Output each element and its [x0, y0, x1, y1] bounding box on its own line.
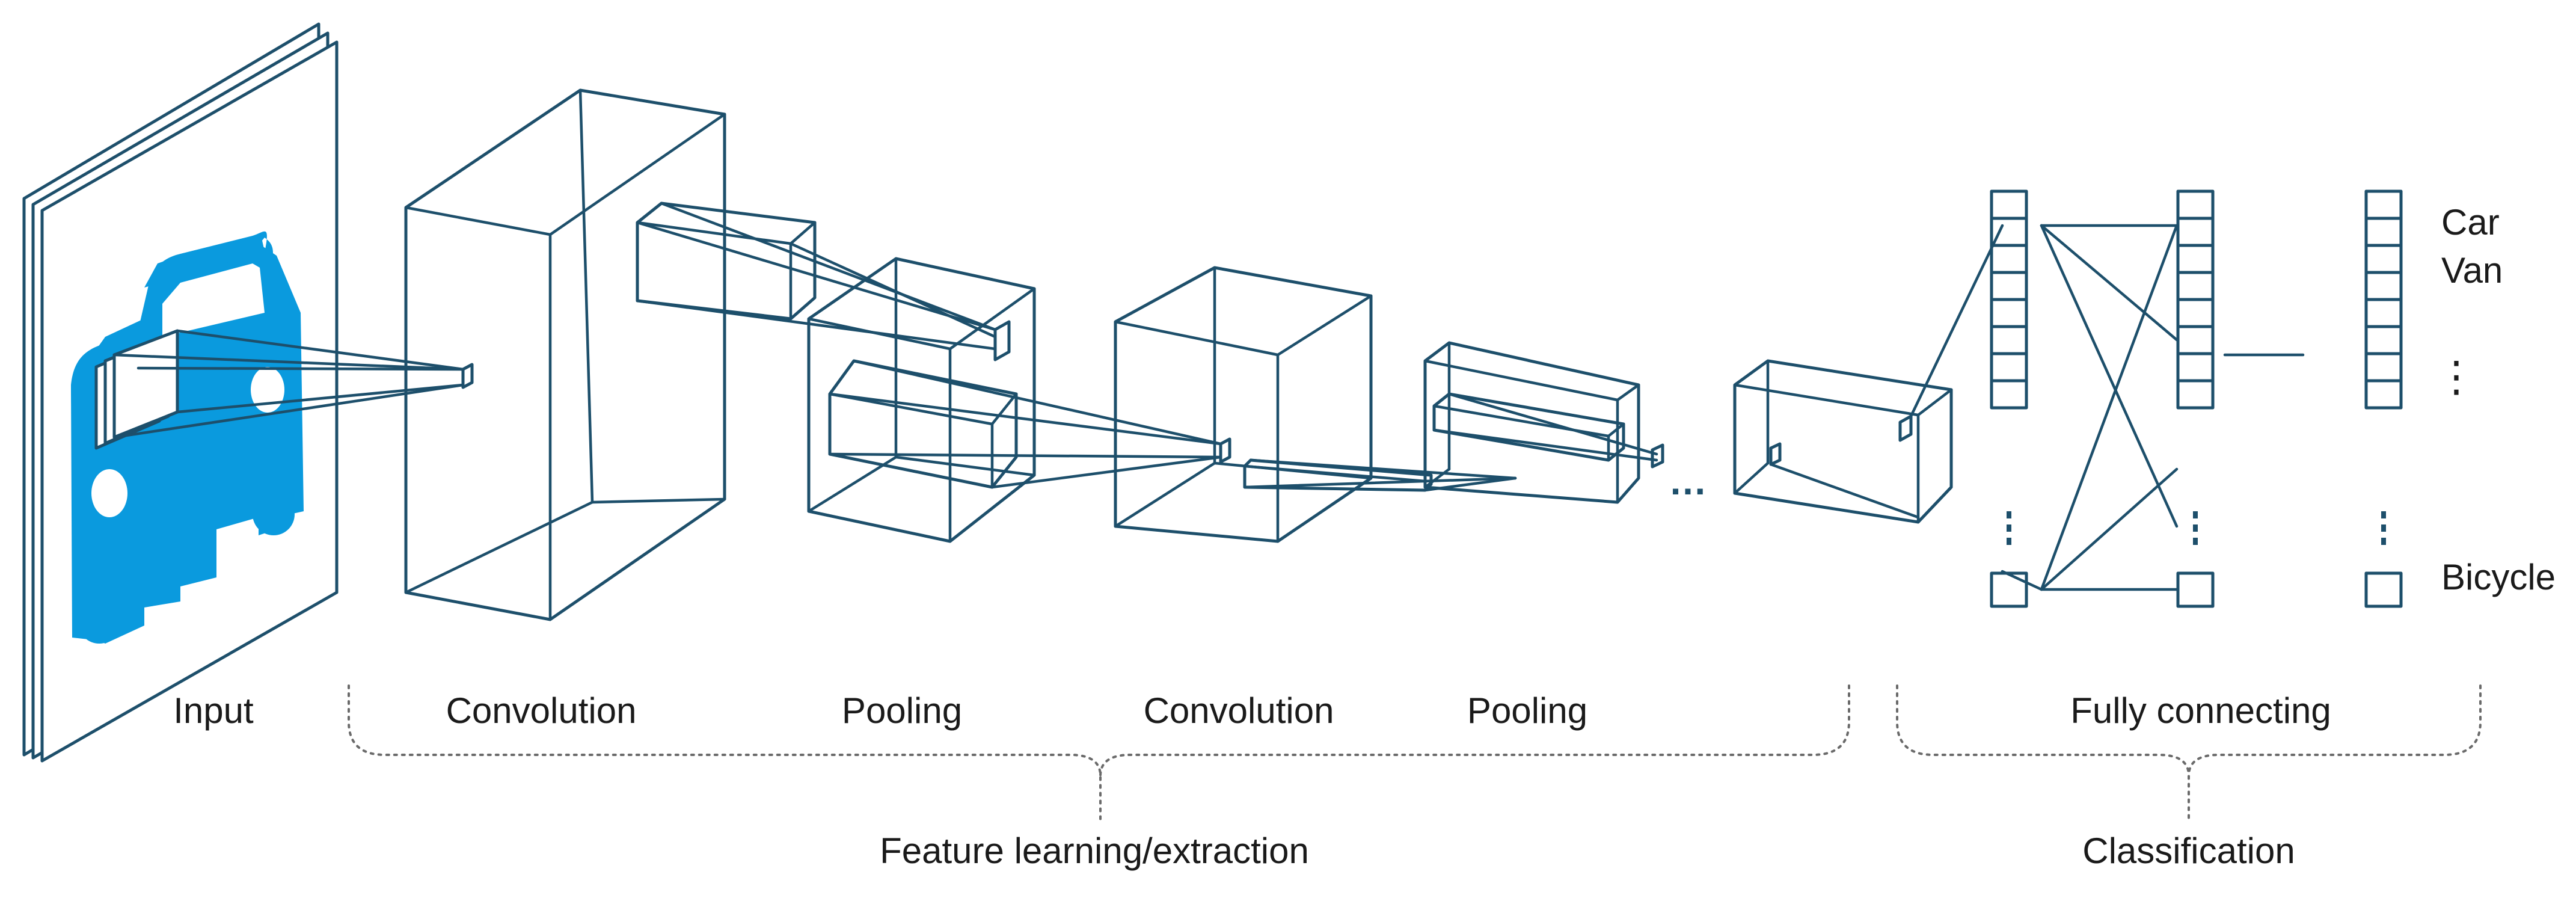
fc-output-layer [2364, 189, 2403, 608]
output-ellipsis-dot [2381, 538, 2386, 545]
label-convolution-1: Convolution [446, 690, 637, 731]
fc2-neuron [2176, 271, 2215, 301]
output-label-car: Car [2441, 202, 2500, 242]
fc1-neuron [1990, 217, 2028, 247]
fc2-neuron [2176, 379, 2215, 410]
label-input: Input [173, 690, 254, 731]
output-label-bicycle: Bicycle [2441, 557, 2556, 597]
fc1-last-neuron [1990, 571, 2028, 608]
output-label-ellipsis: ⋮ [2435, 353, 2477, 400]
output-last-neuron [2364, 571, 2403, 608]
output-label-van: Van [2441, 250, 2503, 291]
fc1-neuron [1990, 298, 2028, 328]
fc2-neuron [2176, 352, 2215, 383]
fc2-ellipsis-dot [2193, 538, 2198, 545]
fc-connections [2001, 224, 2305, 591]
output-neuron [2364, 244, 2403, 274]
fc-layer-1 [1990, 189, 2028, 608]
fc2-neuron [2176, 298, 2215, 328]
fc1-neuron [1990, 271, 2028, 301]
conv1-volume [404, 88, 997, 621]
output-neuron [2364, 298, 2403, 328]
output-neuron [2364, 352, 2403, 383]
output-neuron [2364, 325, 2403, 355]
label-feature-learning: Feature learning/extraction [880, 831, 1309, 871]
label-classification: Classification [2082, 831, 2295, 871]
fc2-neuron [2176, 189, 2215, 220]
label-convolution-2: Convolution [1144, 690, 1334, 731]
output-ellipsis-dot [2381, 524, 2386, 532]
output-neuron [2364, 379, 2403, 410]
label-pooling-2: Pooling [1467, 690, 1587, 731]
fc2-last-neuron [2176, 571, 2215, 608]
label-fully-connecting: Fully connecting [2070, 690, 2331, 731]
input-receptive-field [94, 329, 465, 450]
fc2-ellipsis-dot [2193, 511, 2198, 518]
car-icon [71, 231, 304, 644]
fc1-neuron [1990, 189, 2028, 220]
fc1-ellipsis-dot [2007, 538, 2011, 545]
fc1-neuron [1990, 379, 2028, 410]
layer-ellipsis: … [1669, 460, 1707, 503]
fc1-neuron [1990, 244, 2028, 274]
fc1-ellipsis-dot [2007, 511, 2011, 518]
output-neuron [2364, 217, 2403, 247]
output-neuron [2364, 189, 2403, 220]
feature-learning-brace [348, 684, 1850, 822]
fc2-neuron [2176, 217, 2215, 247]
fc2-neuron [2176, 244, 2215, 274]
output-ellipsis-dot [2381, 511, 2386, 518]
final-feature-volume [1733, 224, 2004, 524]
fc-layer-2 [2176, 189, 2215, 608]
fc1-neuron [1990, 325, 2028, 355]
output-neuron [2364, 271, 2403, 301]
fc2-neuron [2176, 325, 2215, 355]
pool2-volume [1423, 341, 1664, 504]
classification-brace [1896, 684, 2482, 822]
label-pooling-1: Pooling [842, 690, 962, 731]
pool1-volume [807, 257, 1222, 543]
conv2-volume [1114, 266, 1517, 543]
fc1-neuron [1990, 352, 2028, 383]
fc1-ellipsis-dot [2007, 524, 2011, 532]
fc2-ellipsis-dot [2193, 524, 2198, 532]
